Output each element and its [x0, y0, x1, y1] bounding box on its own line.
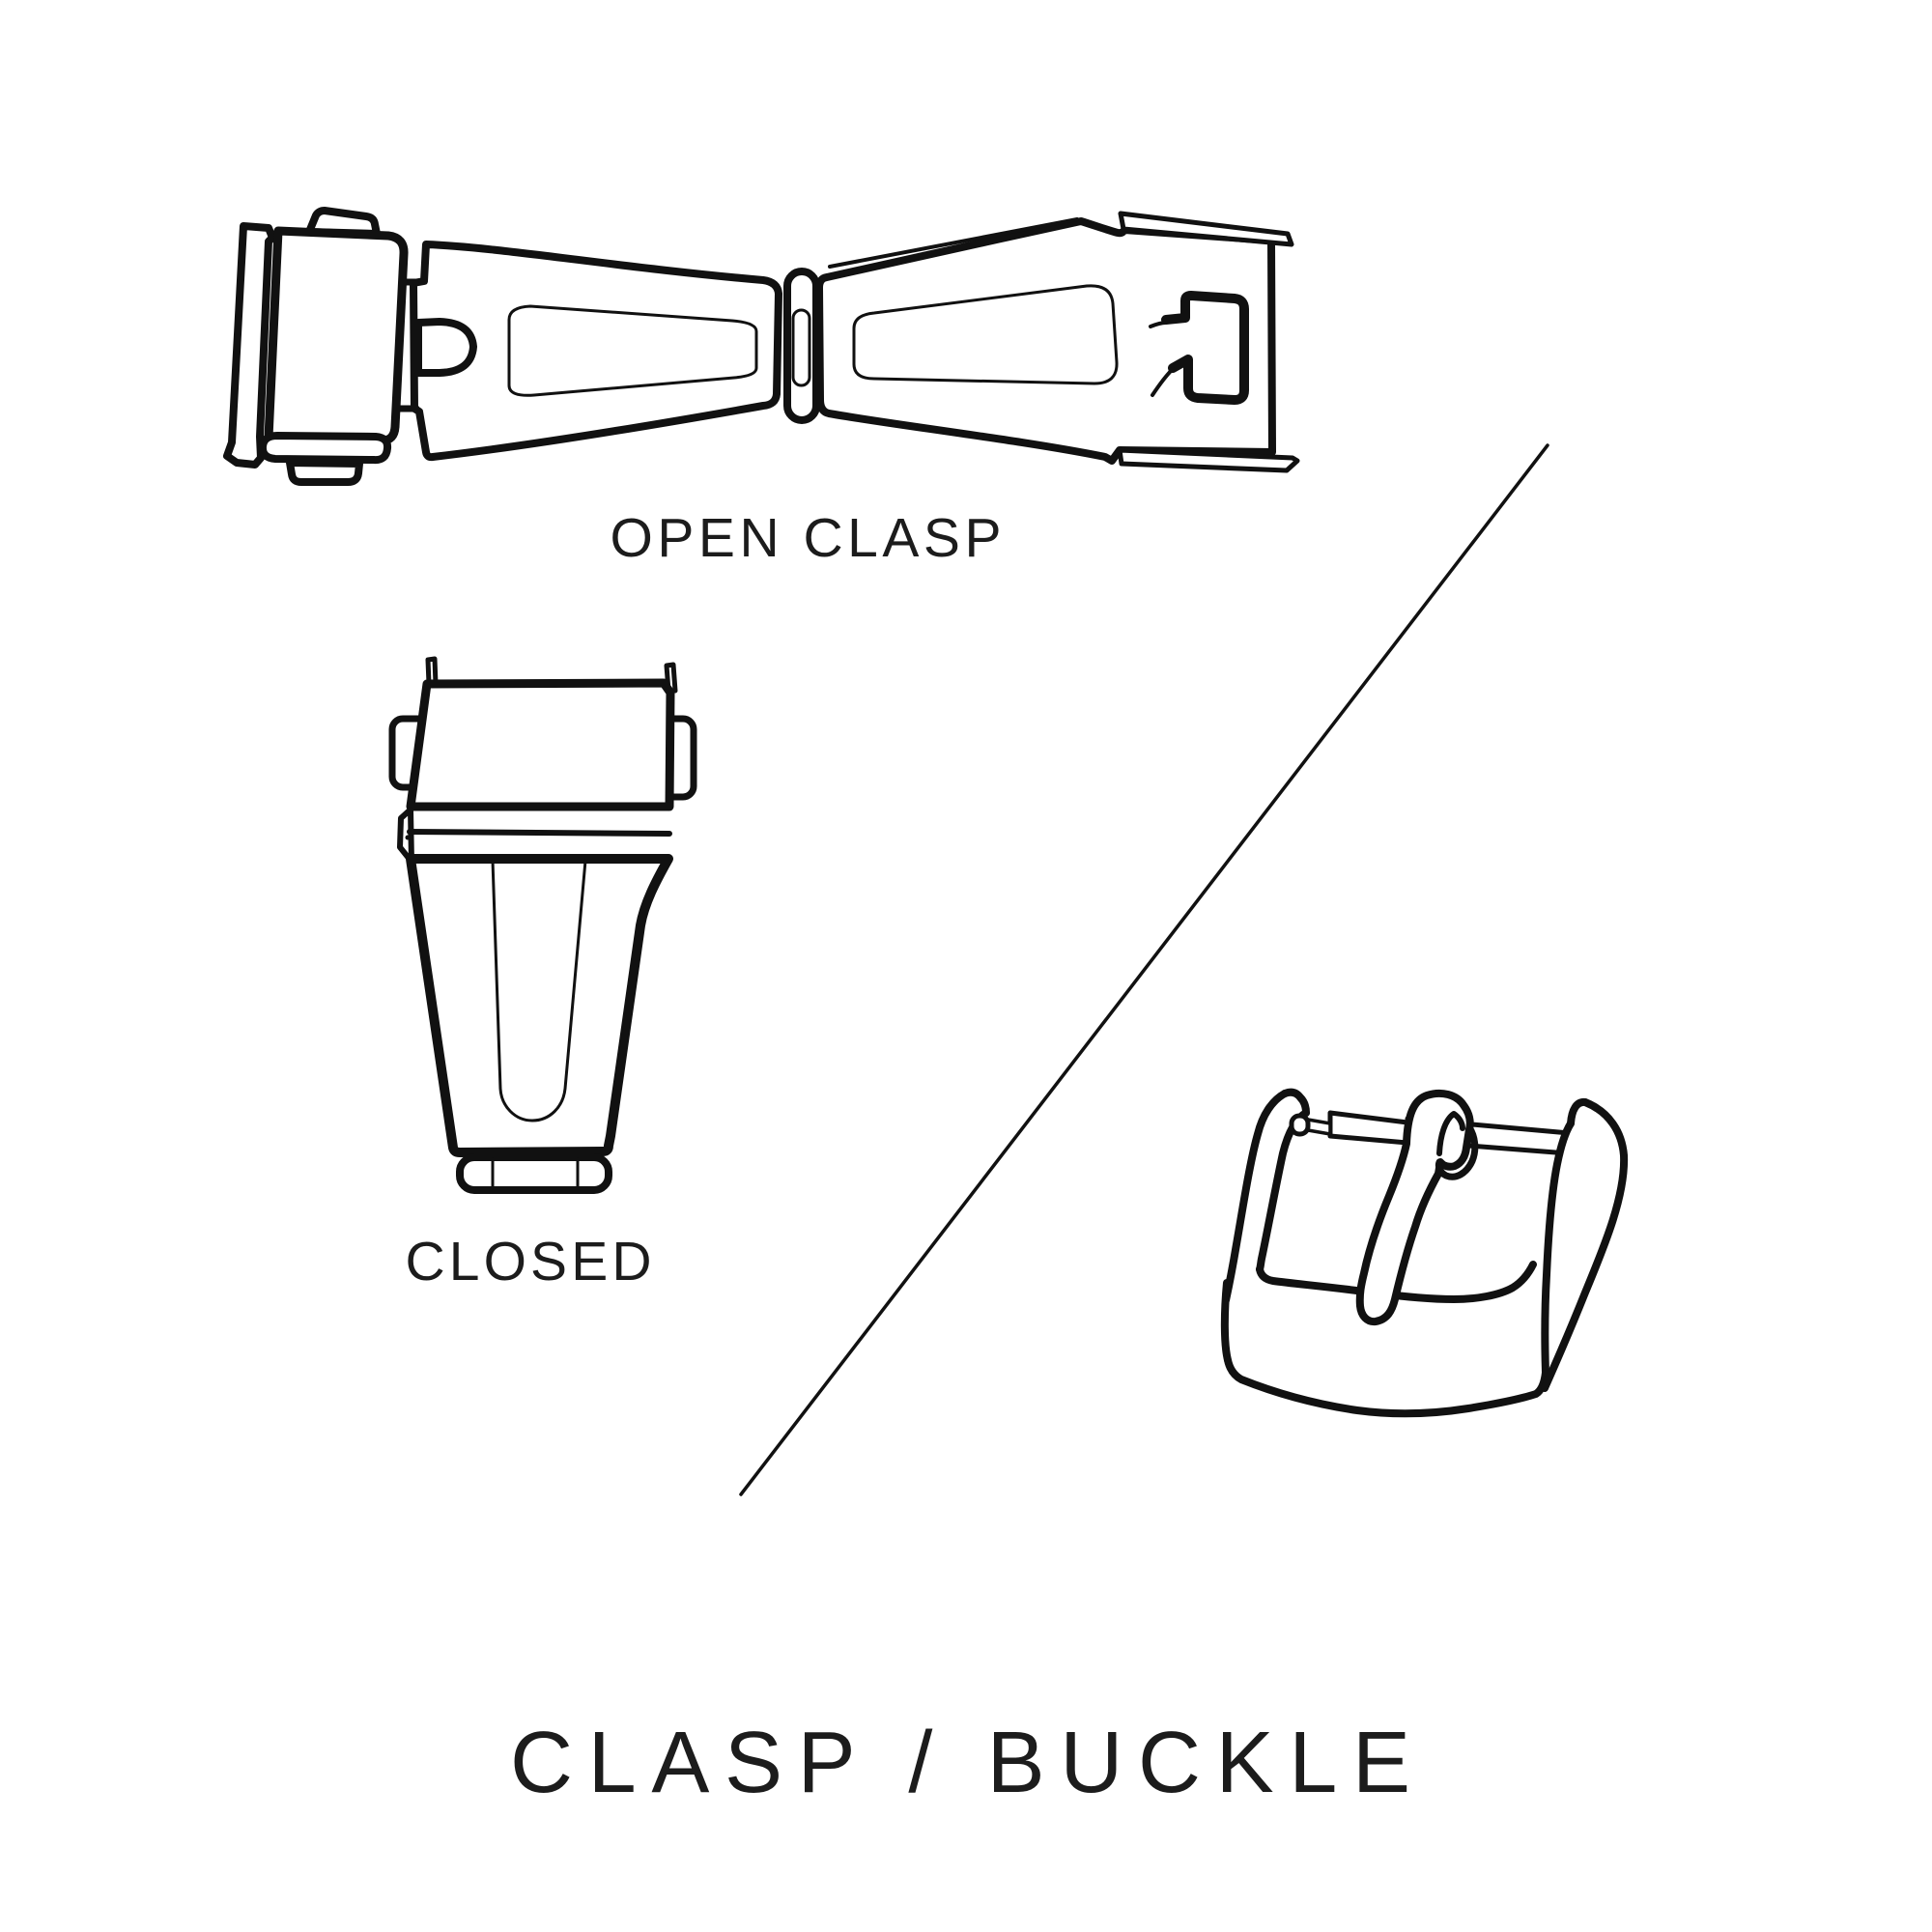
svg-text:CLOSED: CLOSED: [406, 1231, 664, 1293]
svg-text:OPEN CLASP: OPEN CLASP: [611, 507, 1013, 569]
svg-text:CLASP / BUCKLE: CLASP / BUCKLE: [510, 1715, 1430, 1811]
